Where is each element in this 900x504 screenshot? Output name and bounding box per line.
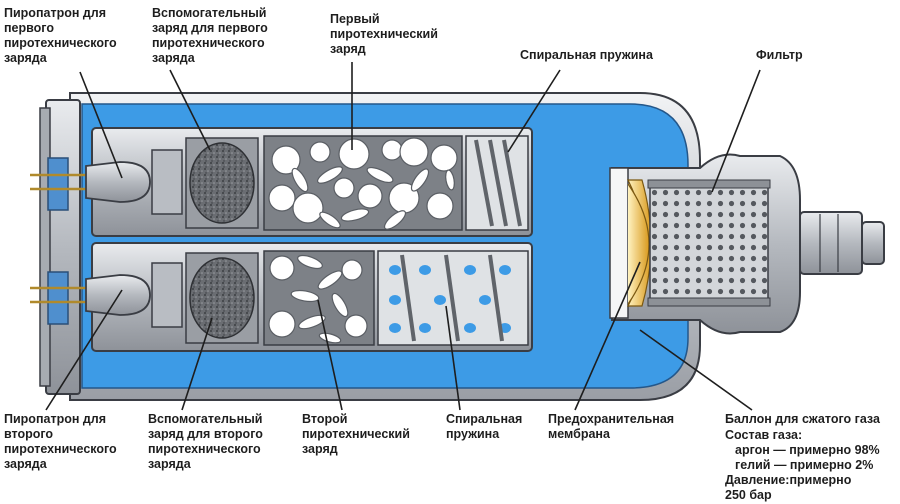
- label-spring-top: Спиральная пружина: [520, 48, 653, 62]
- outlet-nozzle: [799, 211, 863, 275]
- filter-mesh: [649, 183, 769, 303]
- label-argon: аргон — примерно 98%: [735, 443, 880, 457]
- label-gas-title: Состав газа:: [725, 428, 803, 442]
- label-igniter-1: Пиропатрон для первого пиротехнического …: [4, 6, 117, 65]
- label-charge-1: Первый пиротехнический заряд: [330, 12, 438, 56]
- igniter-1: [30, 149, 183, 215]
- aux-charge-1: [189, 142, 255, 224]
- aux-charge-2: [189, 257, 255, 339]
- spring-1: [474, 139, 522, 227]
- end-flange: [45, 99, 81, 395]
- spring-2-holes: [389, 265, 511, 333]
- label-charge-2: Второй пиротехнический заряд: [302, 412, 410, 456]
- leader-lines: [45, 62, 761, 411]
- label-spring-bottom: Спиральная пружина: [446, 412, 523, 441]
- charge-2-tablets: [268, 254, 368, 344]
- label-helium: гелий — примерно 2%: [735, 458, 874, 472]
- spring-2: [400, 254, 504, 342]
- label-aux-charge-1: Вспомогательный заряд для первого пироте…: [152, 6, 268, 65]
- label-igniter-2: Пиропатрон для второго пиротехнического …: [4, 412, 117, 471]
- label-pressure: Давление:примерно 250 бар: [725, 473, 852, 502]
- label-aux-charge-2: Вспомогательный заряд для второго пироте…: [148, 412, 263, 471]
- outlet-assembly: [609, 153, 885, 335]
- label-cylinder: Баллон для сжатого газа: [725, 412, 880, 426]
- charge-1-tablets: [268, 137, 458, 230]
- label-membrane: Предохранительная мембрана: [548, 412, 675, 441]
- label-filter: Фильтр: [756, 48, 803, 62]
